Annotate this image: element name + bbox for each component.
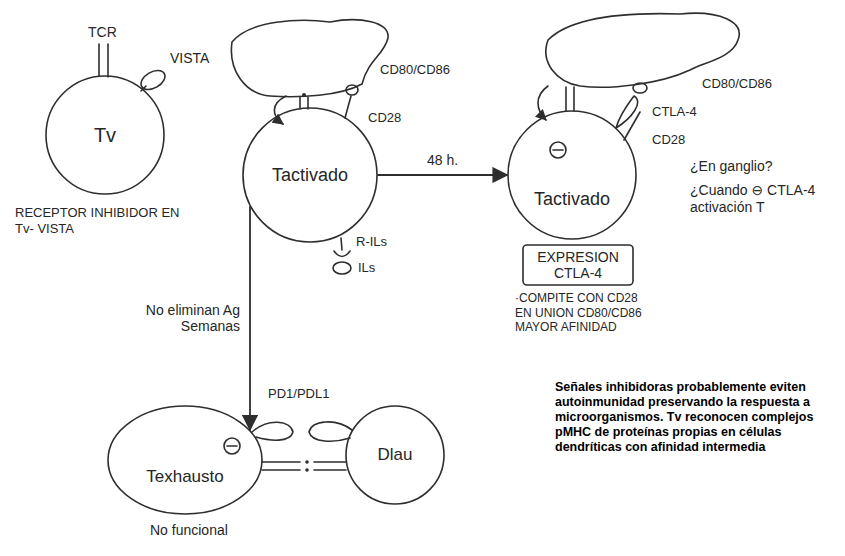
note-text: ·COMPITE CON CD28 EN UNION CD80/CD86 MAY… — [515, 291, 655, 334]
inhibition-sign — [550, 142, 566, 158]
cell-outline — [108, 406, 262, 514]
ligand-label: CD80/CD86 — [380, 62, 450, 78]
question-note: ¿Cuando ⊖ CTLA-4 activación T — [690, 182, 838, 216]
receptor-label: VISTA — [170, 50, 209, 67]
cd28-receptor — [345, 96, 351, 118]
tcr-receptor — [262, 469, 300, 471]
pmhc-dot — [302, 93, 306, 97]
molecule-label: PD1/PDL1 — [268, 386, 329, 402]
receptor-label: CD28 — [368, 110, 401, 126]
node-text: Dlau — [378, 445, 413, 465]
cytokine-label: ILs — [358, 260, 375, 276]
inhibition-sign — [553, 149, 563, 151]
expression-box: EXPRESION CTLA-4 — [522, 244, 634, 286]
node-text: Tactivado — [534, 189, 610, 210]
pmhc-dot — [305, 468, 309, 472]
tcr-receptor — [98, 44, 100, 76]
dendritic-cell: Dlau — [345, 405, 445, 505]
dendritic-cell — [231, 20, 388, 97]
flow-arrow — [249, 207, 251, 430]
pmhc-molecule — [314, 469, 346, 471]
activated-t-cell: Tactivado — [507, 110, 637, 240]
cell-outline — [46, 76, 164, 194]
cell-outline — [508, 111, 636, 239]
cell-outline — [243, 108, 377, 242]
tcr-receptor — [299, 97, 301, 109]
inhibition-sign — [224, 438, 240, 454]
cell-outline — [346, 406, 444, 504]
pmhc-dot — [305, 460, 309, 464]
il-receptor — [334, 251, 350, 257]
state-label: No funcional — [150, 522, 228, 539]
inhibition-sign — [227, 445, 237, 447]
tcr-receptor — [573, 87, 575, 111]
node-text: Tv — [94, 124, 116, 147]
note-text: RECEPTOR INHIBIDOR EN Tv- VISTA — [15, 205, 190, 236]
node-text: Texhausto — [146, 467, 224, 487]
cd80-ligand — [346, 85, 358, 95]
edge-label: 48 h. — [425, 152, 460, 169]
box-outline — [523, 245, 633, 285]
signal-arrow — [274, 96, 286, 124]
signal-arrow — [538, 86, 548, 120]
ligand-label: CD80/CD86 — [702, 76, 772, 92]
pdl1-ligand — [309, 422, 352, 441]
cell-outline — [507, 110, 637, 240]
tcr-receptor — [262, 461, 300, 463]
activated-t-cell: Tactivado — [242, 107, 378, 243]
receptor-label: TCR — [88, 24, 117, 41]
edge-label: No eliminan Ag Semanas — [130, 302, 242, 336]
summary-note: Señales inhibidoras probablemente eviten… — [555, 380, 837, 455]
exhausted-t-cell: Texhausto — [107, 405, 263, 515]
cd28-receptor — [624, 112, 640, 140]
interleukin-blob — [333, 262, 351, 274]
tcr-receptor — [565, 87, 567, 111]
receptor-label: CTLA-4 — [652, 104, 697, 120]
tcr-receptor — [107, 44, 109, 77]
question-note: ¿En ganglio? — [690, 158, 773, 175]
node-text: EXPRESION CTLA-4 — [528, 249, 628, 281]
node-text: Tactivado — [272, 165, 348, 186]
cd80-ligand — [633, 83, 647, 93]
pd1-receptor — [252, 422, 293, 440]
cell-outline — [107, 405, 263, 515]
receptor-label: CD28 — [652, 132, 685, 148]
il-receptor — [341, 238, 342, 250]
tcr-receptor — [307, 97, 309, 109]
flow-arrow — [378, 174, 507, 176]
pmhc-molecule — [314, 461, 346, 463]
receptor-label: R-ILs — [356, 234, 387, 250]
naive-t-cell: Tv — [45, 75, 165, 195]
